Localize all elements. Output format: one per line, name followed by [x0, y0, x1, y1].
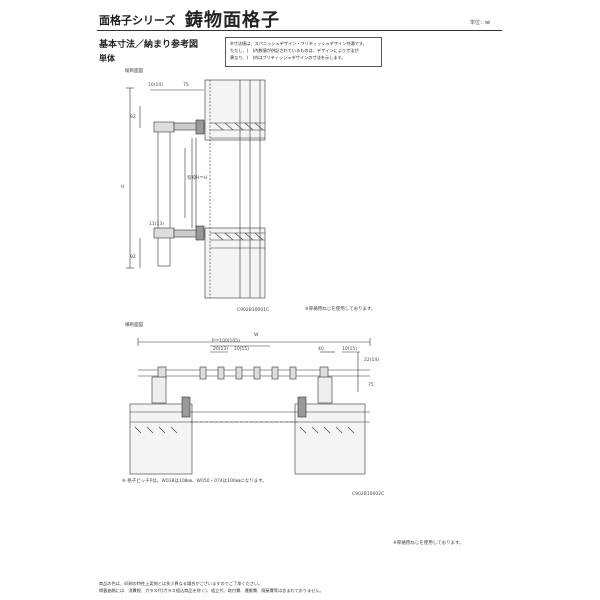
dim-depth-h: 75 — [368, 383, 374, 388]
header-rule — [97, 30, 502, 31]
note-line-2: ただし、( )内数値が併記されているものは、デザインにより寸法が — [230, 48, 359, 53]
dim-h: H — [121, 185, 125, 190]
dim-bottom-height: 92 — [130, 255, 136, 260]
lower-wall — [204, 227, 266, 299]
dim-top-height: 92 — [130, 115, 136, 120]
note-box: ※寸法値は、スパニッシュデザイン・ブリティッシュデザイン共通です。 ただし、( … — [225, 37, 382, 67]
upper-wall — [204, 79, 266, 141]
footer-line-2: 掲載価格には、消費税、ガラス代(ガラス組込商品を除く)、組立代、取付費、運搬費、… — [99, 588, 324, 593]
vertical-section-drawing — [126, 79, 266, 299]
horizontal-view-note: ※ 格子ピッチPは、W038は108㎜、W050・074は100㎜になります。 — [122, 479, 267, 484]
horizontal-view-code: C902B10002C — [352, 492, 385, 497]
note-line-3: 異なり、( )内はブリティッシュデザインの寸法を示します。 — [230, 55, 346, 60]
horizontal-section-drawing — [129, 338, 371, 475]
dim-inner2: 10(15) — [234, 347, 249, 352]
note-line-1: ※寸法値は、スパニッシュデザイン・ブリティッシュデザイン共通です。 — [230, 41, 367, 46]
series-title: 面格子シリーズ — [99, 14, 176, 27]
dim-opening-h: 窓枠H＝H — [187, 176, 208, 181]
footer-line-1: 商品の色は、印刷の特性上実物とは多少異なる場合がございますのでご了承ください。 — [99, 581, 263, 586]
subsection-title: 単体 — [99, 54, 115, 63]
footer: 商品の色は、印刷の特性上実物とは多少異なる場合がございますのでご了承ください。 … — [99, 580, 324, 594]
section-title: 基本寸法／納まり参考図 — [99, 40, 199, 50]
vertical-view-note: ※厚樋用ねじを使用しております。 — [305, 307, 376, 312]
vertical-view-title: 縦断面図 — [125, 69, 143, 74]
horizontal-view-title: 横断面図 — [125, 323, 143, 328]
dim-bottom-offset: 11(13) — [149, 222, 164, 227]
dim-w: W — [254, 333, 259, 338]
bottom-note: ※厚樋用ねじを使用しております。 — [393, 541, 464, 546]
dim-inner1: 20(13) — [213, 347, 228, 352]
vertical-view-code: C902B10001C — [237, 308, 270, 313]
dim-pitch: P＝100(105) — [212, 339, 240, 344]
dim-depth: 75 — [183, 83, 189, 88]
dim-post: 40 — [318, 347, 324, 352]
unit-label: 単位：㎜ — [470, 20, 491, 26]
dim-right-offset: 22(14) — [364, 358, 379, 363]
dim-top-offset: 10(14) — [148, 83, 163, 88]
product-title: 鋳物面格子 — [185, 10, 280, 31]
dim-post-right: 10(15) — [342, 347, 357, 352]
